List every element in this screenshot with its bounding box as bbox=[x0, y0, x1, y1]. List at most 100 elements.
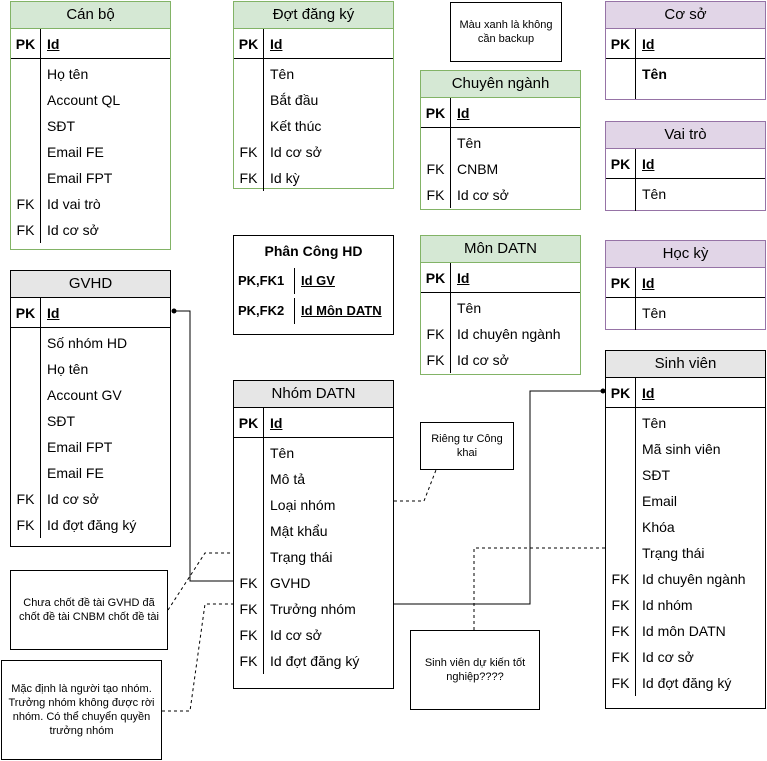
pk-field: Id bbox=[457, 105, 470, 121]
field-row: Tên bbox=[606, 410, 765, 436]
field-row: FK Id cơ sở bbox=[11, 217, 170, 243]
pk-label: PK bbox=[238, 36, 259, 52]
pk-label: PK bbox=[15, 305, 36, 321]
pk-label: PK bbox=[610, 385, 631, 401]
field-row: Mô tả bbox=[234, 466, 393, 492]
note-link-chua-chot bbox=[167, 552, 234, 611]
field-row: Account GV bbox=[11, 382, 170, 408]
field-name: Id đợt đăng ký bbox=[47, 517, 137, 533]
field-row: Email bbox=[606, 488, 765, 514]
key-label: FK bbox=[611, 623, 630, 639]
pk-field: Id bbox=[642, 156, 655, 172]
key-label: FK bbox=[239, 170, 258, 186]
table-title: Chuyên ngành bbox=[421, 71, 580, 98]
pk-field: Id bbox=[642, 275, 655, 291]
pk-label: PK bbox=[425, 105, 446, 121]
key-label: FK bbox=[611, 675, 630, 691]
field-name: Email FE bbox=[47, 465, 104, 481]
note-link-sv-du-kien bbox=[473, 547, 605, 630]
key-label: FK bbox=[426, 161, 445, 177]
field-row: Account QL bbox=[11, 87, 170, 113]
field-row: Tên bbox=[234, 440, 393, 466]
field-row: Trạng thái bbox=[606, 540, 765, 566]
pk-field: Id bbox=[270, 415, 283, 431]
pk-row: PK Id bbox=[606, 378, 765, 408]
table-title: Cơ sở bbox=[606, 2, 765, 29]
field-name: Trạng thái bbox=[270, 549, 333, 565]
field-list: Tên bbox=[606, 298, 765, 330]
field-name: Họ tên bbox=[47, 361, 89, 377]
note-link-rieng-tu bbox=[394, 469, 437, 502]
field-name: Id đợt đăng ký bbox=[642, 675, 732, 691]
field-name: Id chuyên ngành bbox=[457, 326, 561, 342]
field-name: Email FPT bbox=[47, 439, 113, 455]
key-label: FK bbox=[239, 627, 258, 643]
pk-field: Id bbox=[270, 36, 283, 52]
field-name: Họ tên bbox=[47, 66, 89, 82]
field-name: Tên bbox=[642, 186, 667, 202]
field-row: Email FE bbox=[11, 139, 170, 165]
pk-label: PK bbox=[15, 36, 36, 52]
pk-field: Id bbox=[457, 270, 470, 286]
note-text: Riêng tư Công khai bbox=[431, 433, 503, 459]
field-row: Email FPT bbox=[11, 434, 170, 460]
pk-field: Id bbox=[642, 385, 655, 401]
pk-label: PK bbox=[425, 270, 446, 286]
field-row: Khóa bbox=[606, 514, 765, 540]
field-name: SĐT bbox=[642, 467, 670, 483]
field-name: Email bbox=[642, 493, 678, 509]
field-name: Id cơ sở bbox=[47, 222, 99, 238]
note-mac-dinh: Mặc định là người tạo nhóm. Trưởng nhóm … bbox=[1, 660, 162, 760]
key-label: FK bbox=[239, 653, 258, 669]
pk-row: PK Id bbox=[421, 98, 580, 128]
field-name: Tên bbox=[642, 66, 667, 82]
field-row: Họ tên bbox=[11, 61, 170, 87]
field-row: Tên bbox=[234, 61, 393, 87]
field-name: Id cơ sở bbox=[270, 144, 322, 160]
relation-endpoint-gvhd bbox=[171, 308, 177, 314]
note-backup: Màu xanh là không cần backup bbox=[450, 2, 562, 62]
field-name: Id nhóm bbox=[642, 597, 693, 613]
field-list: Tên bbox=[606, 179, 765, 211]
field-row: Kết thúc bbox=[234, 113, 393, 139]
relation-gvhd-nhom bbox=[174, 310, 234, 582]
field-name: Tên bbox=[270, 66, 295, 82]
field-name: Id cơ sở bbox=[457, 352, 509, 368]
note-text: Mặc định là người tạo nhóm. Trưởng nhóm … bbox=[8, 683, 155, 737]
table-title: GVHD bbox=[11, 271, 170, 298]
field-name: Tên bbox=[270, 445, 295, 461]
pk-row: PK Id bbox=[234, 29, 393, 59]
field-row: Tên bbox=[421, 295, 580, 321]
field-row: Loại nhóm bbox=[234, 492, 393, 518]
field-row: Bắt đầu bbox=[234, 87, 393, 113]
field-row: SĐT bbox=[11, 113, 170, 139]
field-name: Trạng thái bbox=[642, 545, 705, 561]
table-title: Nhóm DATN bbox=[234, 381, 393, 408]
field-row: Email FPT bbox=[11, 165, 170, 191]
field-list: Tên bbox=[606, 59, 765, 99]
key-label: FK bbox=[16, 222, 35, 238]
